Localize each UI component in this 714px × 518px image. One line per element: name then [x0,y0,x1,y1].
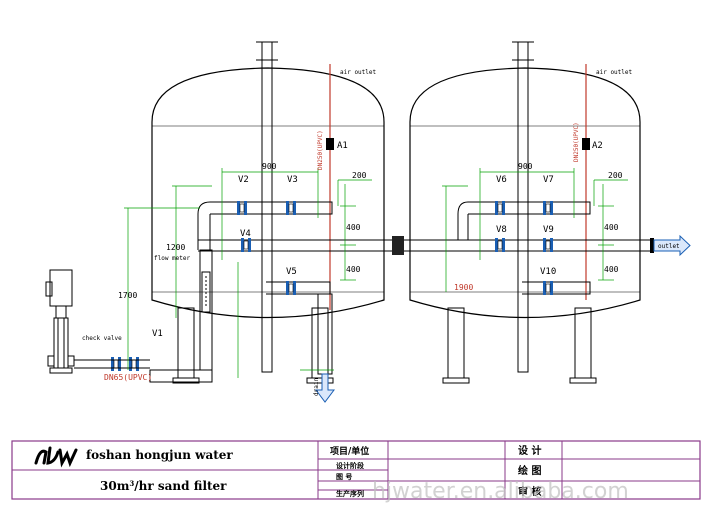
valve-v9-symbol [543,238,553,252]
valve-v6-symbol [495,201,505,215]
company-name: foshan hongjun water [86,448,233,462]
valve-a2-body [582,138,590,150]
dim-400-left-lower: 400 [346,265,361,274]
pipe-union [392,236,404,255]
valve-v1-label: V1 [152,329,163,339]
drawing-label: 绘 图 [518,464,541,477]
dim-900-left: 900 [262,162,277,171]
valve-v7-label: V7 [543,175,554,185]
valve-a1-body [326,138,334,150]
outlet-arrow [650,234,691,257]
air-outlet-label-right: air outlet [596,69,633,76]
dimension-lines [124,168,628,378]
valve-a1-label: A1 [337,141,348,151]
check-valve-label: check valve [82,335,122,342]
valve-v10-symbol [543,281,553,295]
flow-meter [201,271,211,313]
dim-1900: 1900 [454,283,473,292]
air-outlet-pipes [329,64,587,310]
watermark: hjwater.en.alibaba.com [372,479,629,504]
right-filter-tank [409,67,641,319]
drain-arrow [315,373,335,403]
valve-v3-label: V3 [287,175,298,185]
right-tank-legs [442,307,597,384]
dim-400-right-upper: 400 [604,223,619,232]
flow-meter-label: flow meter [154,255,191,262]
valve-v8-label: V8 [496,225,507,235]
drawing-no-label: 图 号 [336,472,352,481]
dim-1700: 1700 [118,291,137,300]
dim-400-right-lower: 400 [604,265,619,274]
valve-v2-symbol [237,201,247,215]
design-stage-label: 设计阶段 [336,461,364,470]
dim-400-left-upper: 400 [346,223,361,232]
valve-v2-label: V2 [238,175,249,185]
valve-v6-label: V6 [496,175,507,185]
pipe-size-label-right: DN250(UPVC) [573,122,580,162]
valve-v5-symbol [286,281,296,295]
valve-v5-label: V5 [286,267,297,277]
project-unit-label: 项目/单位 [330,445,369,457]
left-tank-legs [172,307,334,384]
valve-v4-label: V4 [240,229,251,239]
dim-900-right: 900 [518,162,533,171]
review-label: 审 核 [518,485,541,498]
valve-v4-symbol [241,238,251,252]
inlet-pipe-label: DN65(UPVC) [104,373,152,382]
title-block [11,440,701,500]
pump [45,269,150,374]
vertical-pipes [256,41,534,373]
product-no-label: 生产序列 [336,489,364,498]
manifold-pipes [149,201,650,383]
dim-200-right: 200 [608,171,623,180]
valve-check-symbol [111,357,121,371]
left-filter-tank [151,67,385,319]
valve-v3-symbol [286,201,296,215]
valve-group [111,201,553,371]
valve-v7-symbol [543,201,553,215]
pipe-size-label-left: DN250(UPVC) [317,130,324,170]
air-outlet-label-left: air outlet [340,69,377,76]
outlet-label: outlet [658,243,680,250]
valve-v9-label: V9 [543,225,554,235]
dim-200-left: 200 [352,171,367,180]
drain-label: drain [313,378,320,396]
company-logo [34,446,78,468]
design-label: 设 计 [518,444,541,457]
valve-v10-label: V10 [540,267,556,277]
dim-1200: 1200 [166,243,185,252]
valve-v8-symbol [495,238,505,252]
valve-a2-label: A2 [592,141,603,151]
valve-v1-symbol [129,357,139,371]
product-title: 30m3/hr sand filter [100,479,227,493]
